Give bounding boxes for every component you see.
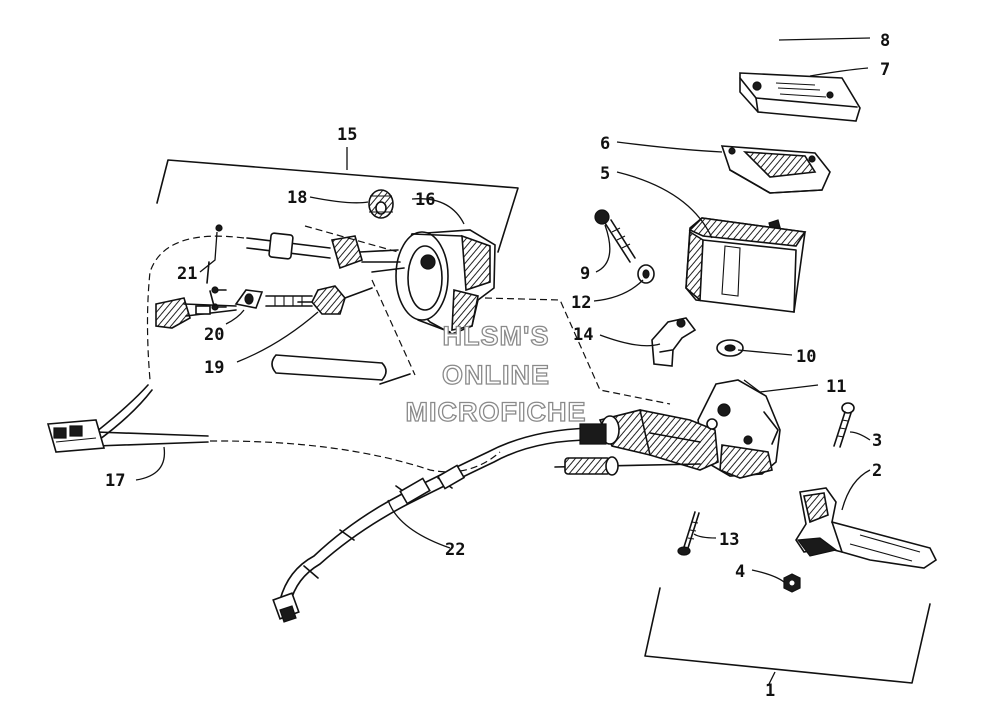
wire-connector-part-17 [46,384,209,453]
callout-3: 3 [872,431,882,451]
callout-labels: 1 2 3 4 5 6 7 8 9 10 11 12 13 14 15 16 1… [105,31,890,701]
callout-8: 8 [880,31,890,51]
callout-5: 5 [600,164,610,184]
brake-lever-part-2 [795,487,938,569]
throttle-lever-shaft [215,224,363,270]
callout-16: 16 [415,190,435,210]
brake-hose-part-22 [272,423,607,623]
nut-part-4 [783,573,801,593]
callout-20: 20 [204,325,224,345]
wiring-dashed-paths [146,225,671,473]
handlebar-grip [271,354,411,385]
assembly-bracket-15 [156,159,519,253]
callout-18: 18 [287,188,307,208]
washer-part-12 [637,264,655,284]
callout-11: 11 [826,377,846,397]
callout-14: 14 [573,325,593,345]
master-cylinder-part-11 [598,379,781,479]
callout-1: 1 [765,681,775,701]
throttle-housing-part-16 [395,229,496,335]
watermark-line-1: HLSM'S [443,321,550,351]
callout-10: 10 [796,347,816,367]
callout-13: 13 [719,530,739,550]
callout-21: 21 [177,264,197,284]
callout-6: 6 [600,134,610,154]
throttle-cam-part-18 [368,189,394,219]
callout-4: 4 [735,562,745,582]
switch-connector [155,297,237,329]
watermark: HLSM'S ONLINE MICROFICHE [405,320,587,427]
screw-part-13 [677,511,700,556]
reservoir-cover-part-7 [739,72,861,122]
callout-9: 9 [580,264,590,284]
plunger-part-19 [265,285,373,315]
callout-15: 15 [337,125,357,145]
screw-part-9 [594,209,636,263]
callout-19: 19 [204,358,224,378]
leader-lines [135,37,871,685]
callout-7: 7 [880,60,890,80]
watermark-line-2: ONLINE [442,360,550,390]
screws-part-21 [206,261,227,311]
brake-switch-connector [554,456,701,476]
diaphragm-plate-part-6 [720,145,831,194]
callout-2: 2 [872,461,882,481]
assembly-bracket-1 [644,587,931,684]
seal-part-20 [234,289,264,309]
callout-12: 12 [571,293,591,313]
pivot-bolt-part-3 [833,402,855,448]
callout-22: 22 [445,540,465,560]
callout-17: 17 [105,471,125,491]
reservoir-body-part-5 [685,217,807,313]
washer-part-10 [716,339,744,357]
watermark-line-3: MICROFICHE [406,397,587,427]
clamp-part-14 [651,317,697,367]
